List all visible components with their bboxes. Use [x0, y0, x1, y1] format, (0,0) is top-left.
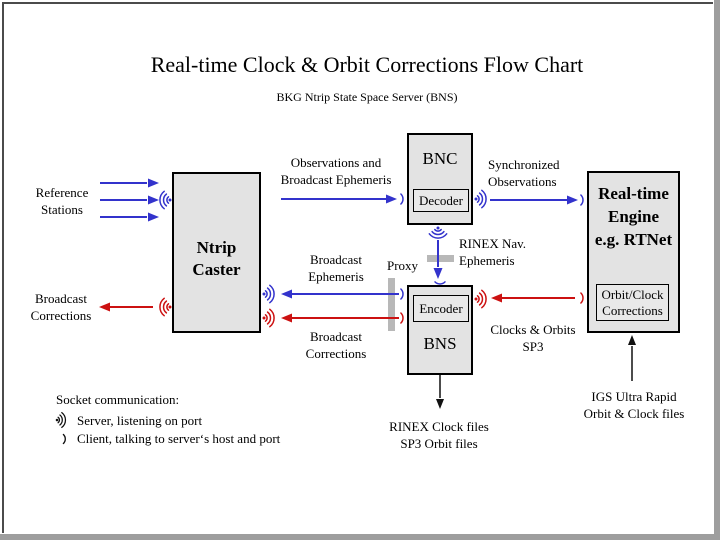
ntrip-caster-label-2: Caster: [192, 259, 241, 279]
bnc-label: BNC: [422, 149, 458, 168]
label-broadcast-corrections-left: Broadcast Corrections: [30, 291, 92, 323]
page-title: Real-time Clock & Orbit Corrections Flow…: [150, 52, 584, 77]
node-orbit-clock-corrections: Orbit/Clock Corrections: [596, 284, 669, 321]
label-broadcast-ephemeris: Broadcast Ephemeris: [308, 252, 364, 284]
legend-server-text: Server, listening on port: [77, 413, 203, 428]
orbit-clock-label-2: Corrections: [602, 302, 663, 318]
ntrip-caster-label-1: Ntrip: [196, 237, 237, 257]
label-observations: Observations and Broadcast Ephemeris: [280, 155, 392, 187]
orbit-clock-label-1: Orbit/Clock: [601, 286, 664, 302]
label-igs-ultra-rapid: IGS Ultra Rapid Orbit & Clock files: [583, 389, 685, 421]
slide-frame: [2, 2, 713, 533]
node-encoder: Encoder: [413, 295, 469, 322]
rt-engine-label-1: Real-time: [598, 184, 669, 203]
legend-title: Socket communication:: [56, 392, 180, 407]
node-ntrip-caster: Ntrip Caster: [172, 172, 261, 333]
label-reference-stations: Reference Stations: [35, 185, 89, 217]
label-synchronized-observations: Synchronized Observations: [488, 157, 560, 189]
label-broadcast-corrections-mid: Broadcast Corrections: [305, 329, 367, 361]
rt-engine-label-2: Engine: [607, 207, 660, 226]
slide-frame-bottom: [0, 534, 720, 540]
label-rinex-clock-files: RINEX Clock files SP3 Orbit files: [389, 419, 489, 451]
bns-label: BNS: [423, 334, 457, 353]
rt-engine-label-3: e.g. RTNet: [594, 230, 673, 249]
node-decoder: Decoder: [413, 189, 469, 212]
label-rinex-nav-ephemeris: RINEX Nav. Ephemeris: [459, 236, 527, 268]
page-subtitle: BKG Ntrip State Space Server (BNS): [276, 90, 458, 104]
node-rt-engine: Real-time Engine e.g. RTNet Orbit/Clock …: [587, 171, 680, 333]
legend-client-text: Client, talking to server‘s host and por…: [77, 431, 281, 446]
slide-frame-right: [714, 0, 720, 540]
label-clocks-orbits-sp3: Clocks & Orbits SP3: [490, 322, 576, 354]
node-bnc: BNC Decoder: [407, 133, 473, 225]
label-proxy: Proxy: [387, 258, 419, 273]
node-bns: Encoder BNS: [407, 285, 473, 375]
